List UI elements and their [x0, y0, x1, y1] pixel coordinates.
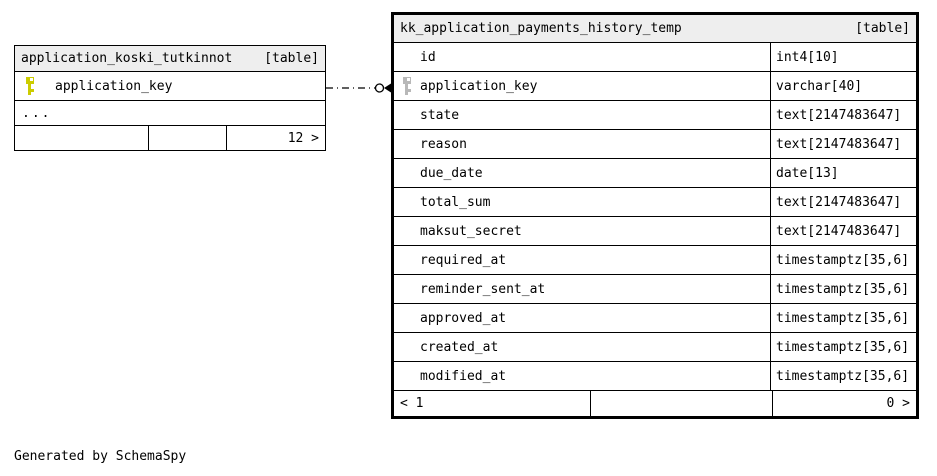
- footer-next-pager[interactable]: 12 >: [287, 130, 319, 146]
- table-header[interactable]: kk_application_payments_history_temp [ta…: [394, 15, 916, 43]
- column-type: date[13]: [770, 159, 916, 187]
- generator-credit: Generated by SchemaSpy: [14, 449, 187, 464]
- table-row[interactable]: id int4[10]: [394, 43, 916, 72]
- table-row[interactable]: approved_at timestamptz[35,6]: [394, 304, 916, 333]
- key-icon-slot: [394, 188, 420, 216]
- foreign-key-icon: [394, 72, 420, 100]
- column-type: text[2147483647]: [770, 188, 916, 216]
- table-header[interactable]: application_koski_tutkinnot [table]: [15, 46, 325, 72]
- relationship-connector: [326, 83, 391, 93]
- key-icon-slot: [394, 159, 420, 187]
- column-name: maksut_secret: [420, 223, 522, 239]
- column-name: due_date: [420, 165, 483, 181]
- key-icon-slot: [394, 333, 420, 361]
- column-name: required_at: [420, 252, 507, 268]
- key-icon-slot: [394, 130, 420, 158]
- column-name: reminder_sent_at: [420, 281, 546, 297]
- table-row[interactable]: total_sum text[2147483647]: [394, 188, 916, 217]
- table-row[interactable]: application_key varchar[40]: [394, 72, 916, 101]
- column-type: timestamptz[35,6]: [770, 362, 916, 390]
- table-row[interactable]: state text[2147483647]: [394, 101, 916, 130]
- column-type: timestamptz[35,6]: [770, 246, 916, 274]
- table-row[interactable]: application_key: [15, 72, 325, 101]
- table-row[interactable]: reason text[2147483647]: [394, 130, 916, 159]
- table-title: application_koski_tutkinnot: [21, 51, 233, 66]
- key-icon-slot: [394, 43, 420, 71]
- column-type: timestamptz[35,6]: [770, 333, 916, 361]
- column-name: reason: [420, 136, 467, 152]
- footer-prev-pager[interactable]: < 1: [394, 391, 591, 416]
- table-row[interactable]: created_at timestamptz[35,6]: [394, 333, 916, 362]
- column-name: approved_at: [420, 310, 507, 326]
- table-title: kk_application_payments_history_temp: [400, 21, 682, 36]
- collapsed-columns-indicator[interactable]: ...: [15, 101, 325, 126]
- column-type: text[2147483647]: [770, 130, 916, 158]
- table-footer: 12 >: [15, 126, 325, 150]
- column-type: timestamptz[35,6]: [770, 304, 916, 332]
- table-row[interactable]: maksut_secret text[2147483647]: [394, 217, 916, 246]
- table-application-koski-tutkinnot: application_koski_tutkinnot [table] appl…: [14, 45, 326, 151]
- table-row[interactable]: required_at timestamptz[35,6]: [394, 246, 916, 275]
- footer-cell-left: [15, 126, 149, 150]
- table-tag: [table]: [264, 51, 319, 66]
- table-footer: < 1 0 >: [394, 391, 916, 416]
- key-icon-slot: [394, 362, 420, 390]
- column-name: application_key: [420, 78, 538, 94]
- column-type: int4[10]: [770, 43, 916, 71]
- column-type: timestamptz[35,6]: [770, 275, 916, 303]
- table-row[interactable]: reminder_sent_at timestamptz[35,6]: [394, 275, 916, 304]
- footer-cell-middle: [149, 126, 227, 150]
- column-type: text[2147483647]: [770, 101, 916, 129]
- column-type: varchar[40]: [770, 72, 916, 100]
- column-name: id: [420, 49, 436, 65]
- footer-cell-middle: [591, 391, 773, 416]
- column-type: text[2147483647]: [770, 217, 916, 245]
- column-name: created_at: [420, 339, 499, 355]
- table-tag: [table]: [855, 21, 910, 36]
- key-icon-slot: [394, 275, 420, 303]
- connector-arrow-marker: [384, 83, 391, 93]
- table-row[interactable]: modified_at timestamptz[35,6]: [394, 362, 916, 391]
- key-icon-slot: [394, 217, 420, 245]
- column-rows: application_key: [15, 72, 325, 101]
- column-name: total_sum: [420, 194, 491, 210]
- footer-next-pager[interactable]: 0 >: [886, 396, 910, 411]
- table-row[interactable]: due_date date[13]: [394, 159, 916, 188]
- key-icon-slot: [394, 304, 420, 332]
- table-kk-application-payments-history-temp: kk_application_payments_history_temp [ta…: [391, 12, 919, 419]
- connector-circle-marker: [374, 83, 385, 93]
- key-icon-slot: [394, 101, 420, 129]
- primary-key-icon: [15, 72, 55, 100]
- column-name: state: [420, 107, 460, 123]
- column-name: application_key: [55, 78, 173, 94]
- column-name: modified_at: [420, 368, 507, 384]
- key-icon-slot: [394, 246, 420, 274]
